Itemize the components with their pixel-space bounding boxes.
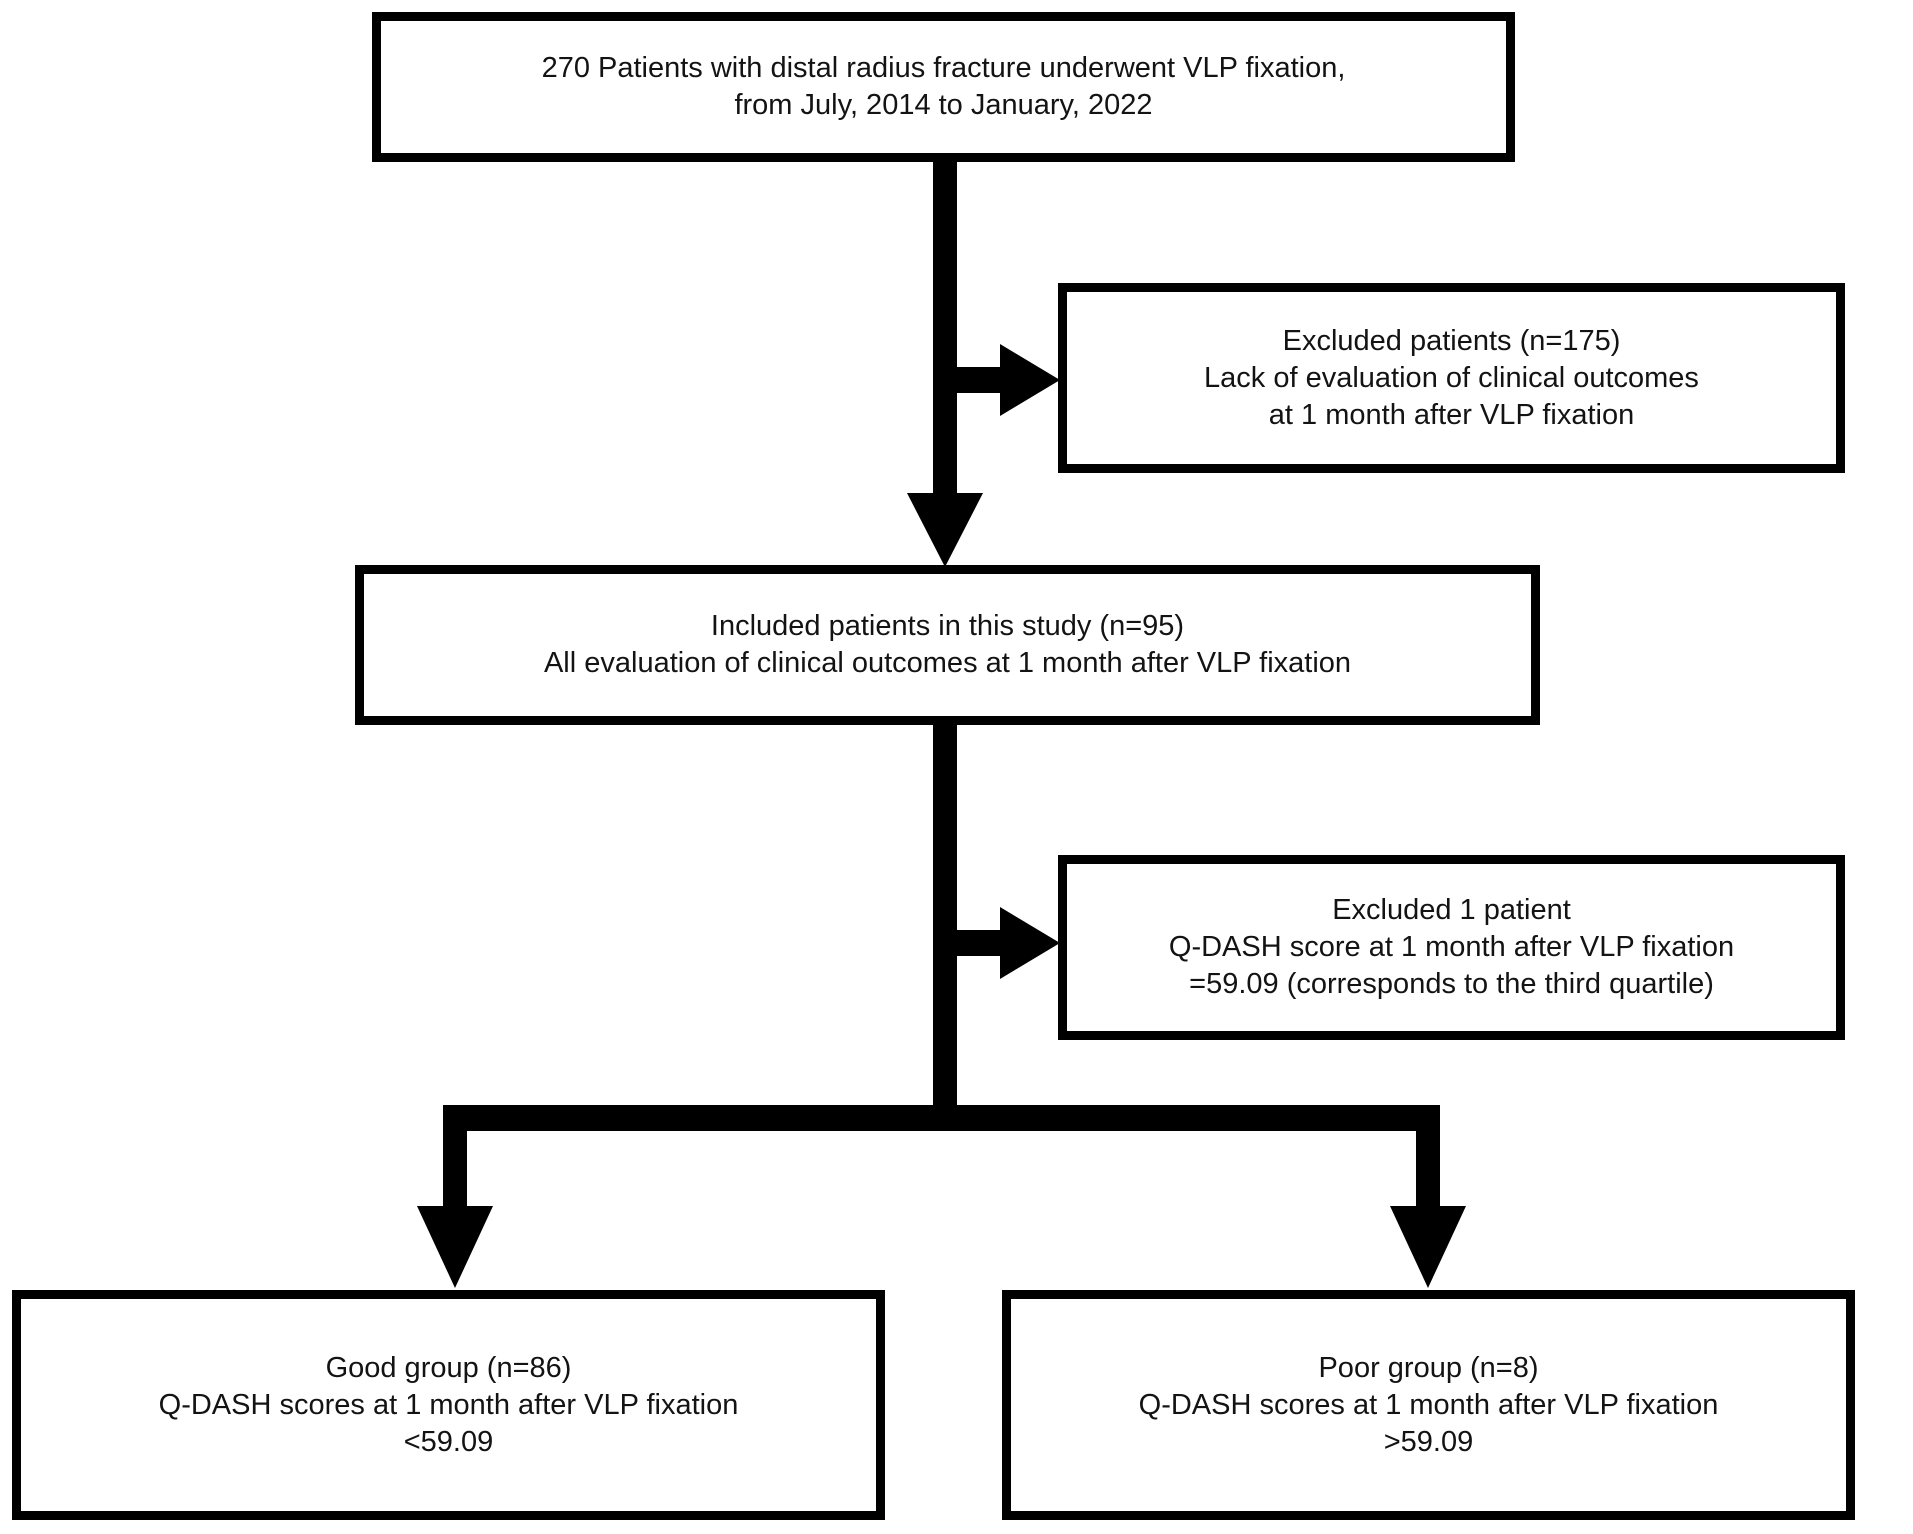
connector-right-branch-stem	[1416, 1105, 1440, 1213]
node-text-line: <59.09	[403, 1425, 494, 1458]
connector-split-bar	[443, 1105, 1440, 1131]
node-text-line: Excluded patients (n=175)	[1282, 324, 1621, 357]
connector-included-to-split-stem	[933, 720, 957, 1131]
node-text-line: Q-DASH score at 1 month after VLP fixati…	[1168, 931, 1735, 963]
connector-initial-to-included-stem	[933, 155, 957, 500]
node-poor-group: Poor group (n=8) Q-DASH scores at 1 mont…	[1002, 1290, 1855, 1520]
node-text-line: Q-DASH scores at 1 month after VLP fixat…	[1138, 1388, 1719, 1421]
node-good-group: Good group (n=86) Q-DASH scores at 1 mon…	[12, 1290, 885, 1520]
node-text-line: Q-DASH scores at 1 month after VLP fixat…	[158, 1388, 739, 1421]
node-text-line: Poor group (n=8)	[1318, 1351, 1539, 1384]
arrowhead-into-excluded-2	[1000, 907, 1060, 979]
node-excluded-one-patient: Excluded 1 patient Q-DASH score at 1 mon…	[1058, 855, 1845, 1040]
node-text-line: Excluded 1 patient	[1332, 894, 1571, 926]
node-included-patients: Included patients in this study (n=95) A…	[355, 565, 1540, 725]
node-text-line: Lack of evaluation of clinical outcomes	[1204, 361, 1699, 394]
connector-branch-excluded-1-stem	[933, 367, 1003, 393]
node-text-line: Included patients in this study (n=95)	[710, 610, 1185, 642]
arrowhead-into-included	[907, 493, 983, 567]
node-text-line: 270 Patients with distal radius fracture…	[541, 52, 1346, 84]
node-text-line: =59.09 (corresponds to the third quartil…	[1189, 968, 1714, 1000]
arrowhead-into-poor-group	[1390, 1206, 1466, 1288]
node-excluded-patients: Excluded patients (n=175) Lack of evalua…	[1058, 283, 1845, 473]
node-text-line: at 1 month after VLP fixation	[1268, 398, 1635, 431]
node-initial-cohort: 270 Patients with distal radius fracture…	[372, 12, 1515, 162]
connector-left-branch-stem	[443, 1105, 467, 1213]
arrowhead-into-good-group	[417, 1206, 493, 1288]
connector-branch-excluded-2-stem	[933, 930, 1003, 956]
node-text-line: >59.09	[1383, 1425, 1474, 1458]
arrowhead-into-excluded-1	[1000, 344, 1060, 416]
node-text-line: from July, 2014 to January, 2022	[734, 89, 1153, 121]
node-text-line: All evaluation of clinical outcomes at 1…	[543, 647, 1352, 679]
node-text-line: Good group (n=86)	[325, 1351, 572, 1384]
